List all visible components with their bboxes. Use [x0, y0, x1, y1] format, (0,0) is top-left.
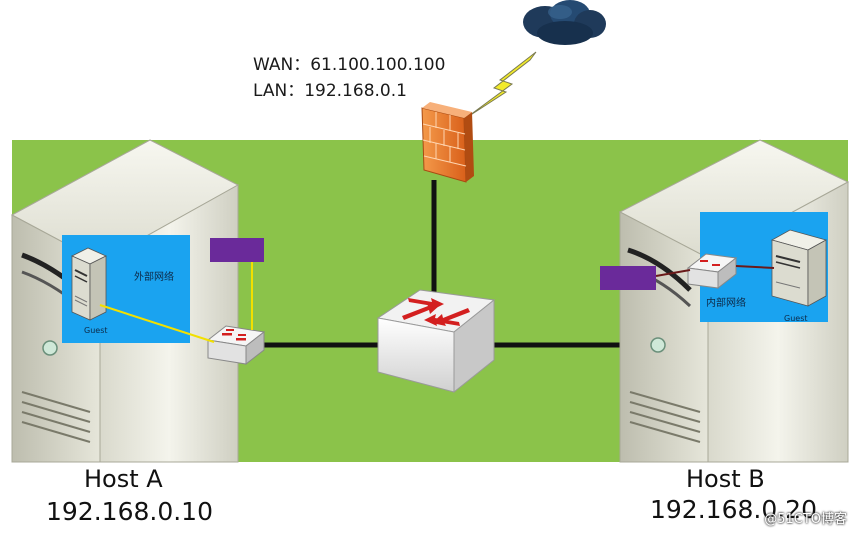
lightning-bolt-icon [465, 51, 537, 119]
host-b-guest-label: Guest [784, 314, 808, 323]
router-wan-address: WAN：61.100.100.100 [253, 55, 446, 75]
router-lan-address: LAN：192.168.0.1 [253, 81, 407, 101]
host-a-vm-link [99, 304, 215, 343]
host-b-guest-vm-icon [770, 229, 828, 307]
host-b-ip: 192.168.0.20 [650, 495, 817, 524]
host-b-nic-link [655, 269, 691, 277]
host-b-network-label: 内部网络 [706, 298, 746, 309]
host-a-guest-label: Guest [84, 326, 108, 335]
host-a-virtual-switch-icon [206, 325, 266, 366]
host-a-guest-vm-icon [71, 247, 107, 321]
watermark: @51CTO博客 [764, 512, 847, 527]
host-b-vm-link [735, 265, 775, 269]
host-a-name: Host A [84, 465, 163, 493]
central-switch-icon [376, 289, 496, 394]
internet-cloud-icon [523, 0, 606, 45]
host-a-network-label: 外部网络 [134, 272, 174, 283]
host-b-name: Host B [686, 465, 765, 493]
host-a-nic [210, 238, 264, 262]
host-b-nic [600, 266, 656, 290]
firewall-icon [421, 102, 474, 183]
host-a-ip: 192.168.0.10 [46, 497, 213, 526]
host-b-virtual-switch-icon [686, 253, 738, 290]
